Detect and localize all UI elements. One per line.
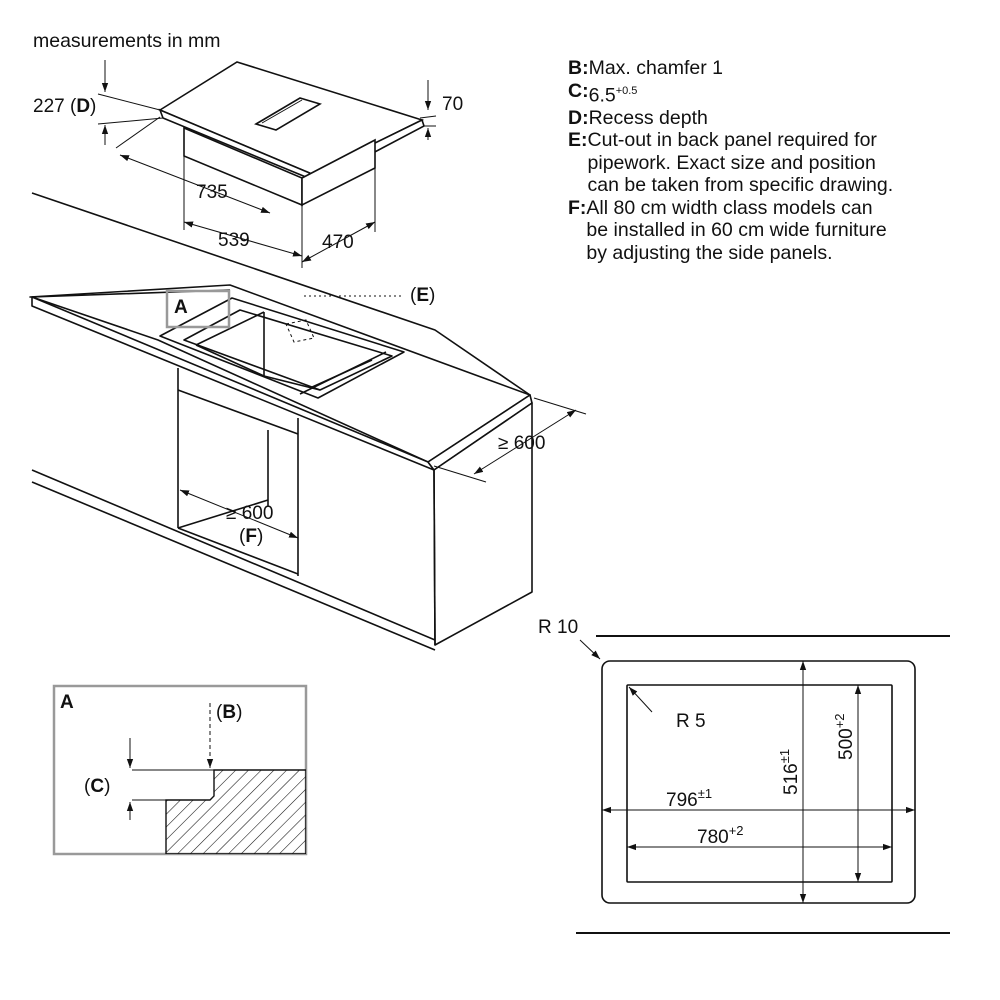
dim-outer-width: 796±1 [666,786,712,811]
dim-hob-width-outer: 735 [196,182,228,203]
dim-recess-depth: 227 (D) [33,96,96,117]
dim-worktop-depth: ≥ 600 [498,433,545,454]
cabinet-illustration [29,192,533,651]
legend-key: E: [568,129,588,151]
legend: B: Max. chamfer 1 C: 6.5+0.5 D: Recess d… [568,57,988,264]
dim-inner-height: 500+2 [832,713,857,760]
legend-key: F: [568,196,587,219]
legend-text: All 80 cm width class models can be inst… [586,196,887,264]
legend-item-e: E: Cut-out in back panel required for pi… [568,129,988,197]
dim-outer-height: 516±1 [777,749,802,795]
legend-text: 6.5+0.5 [588,84,638,106]
inner-cutout [626,684,893,883]
detail-a: A (B) (C) [52,684,308,856]
pipe-cutout-marker [285,295,404,343]
callout-a-label: A [174,297,188,318]
legend-key: C: [568,79,589,102]
back-wall-top-line [31,192,531,396]
legend-item-c: C: 6.5+0.5 [568,80,988,107]
dim-hob-depth: 470 [322,232,354,253]
dim-inner-radius: R 5 [676,711,706,732]
hob-dimensions [97,60,437,268]
plinth-line [31,469,436,641]
legend-item-d: D: Recess depth [568,107,988,130]
legend-text: Cut-out in back panel required for pipew… [587,129,894,196]
legend-key: B: [568,57,589,79]
legend-item-b: B: Max. chamfer 1 [568,57,988,80]
legend-text: Max. chamfer 1 [588,57,723,79]
detail-label-c: (C) [84,776,110,797]
cutout-plan: R 10 R 5 796±1 780+2 516±1 500+2 [538,617,950,934]
dim-hob-width-inner: 539 [218,230,250,251]
callout-e: (E) [410,285,435,306]
hob-extractor-vent [254,97,322,131]
cabinet-dimensions [179,397,587,539]
dim-cabinet-width: ≥ 600 [226,503,273,524]
detail-a-title: A [60,692,74,713]
dim-outer-radius: R 10 [538,617,578,638]
legend-key: D: [568,106,589,129]
dim-cabinet-key: (F) [239,526,263,547]
callout-a-box [165,289,231,329]
units-note: measurements in mm [33,30,221,52]
detail-label-b: (B) [216,702,242,723]
dim-inner-width: 780+2 [697,823,744,848]
dim-hob-thickness: 70 [442,94,463,115]
legend-item-f: F: All 80 cm width class models can be i… [568,197,988,265]
worktop-section-hatch [165,769,306,854]
legend-text: Recess depth [588,106,708,129]
